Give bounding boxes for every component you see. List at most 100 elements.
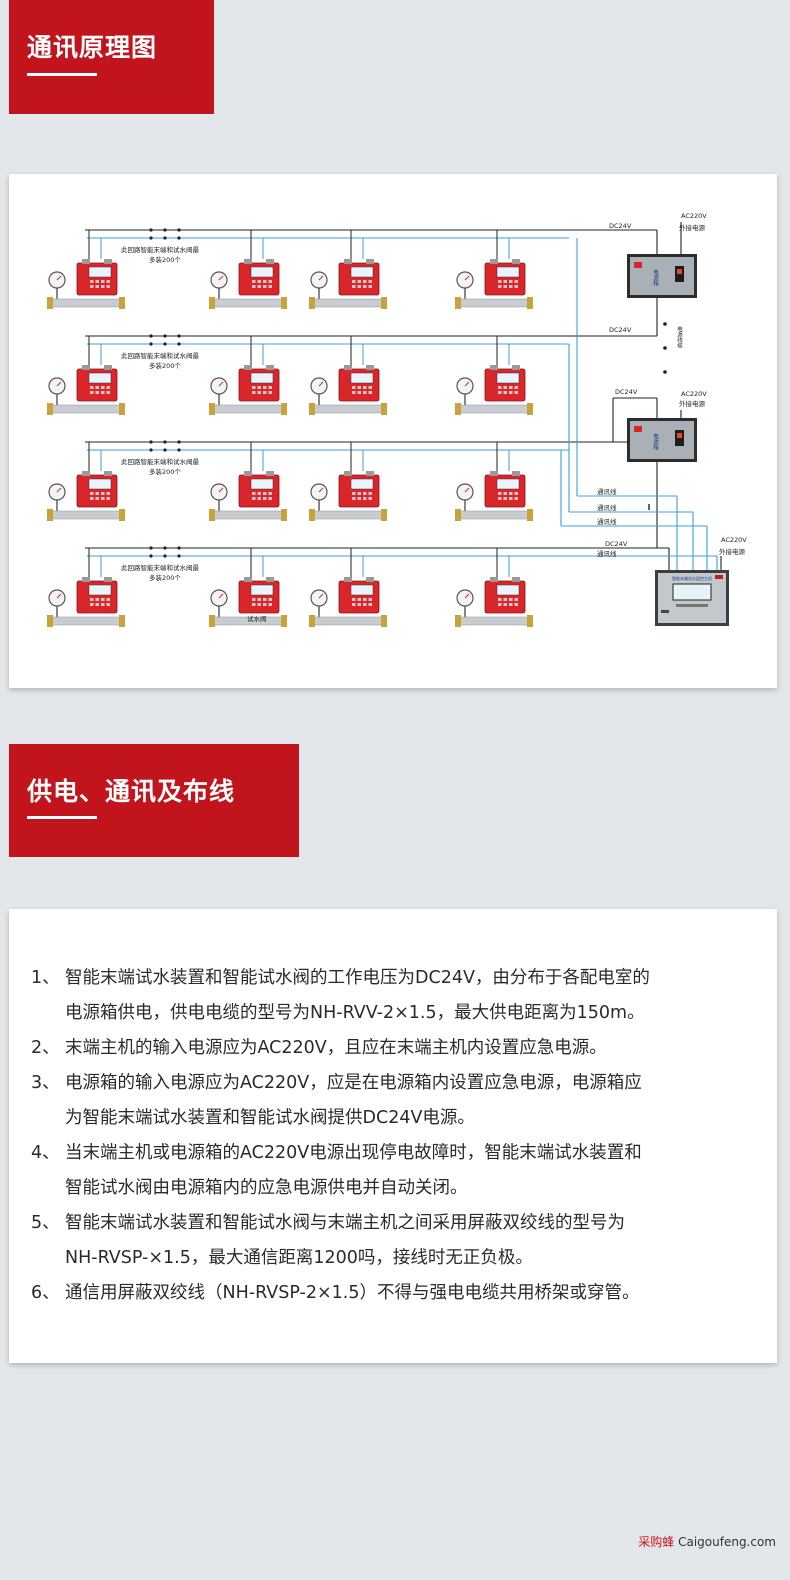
wiring-note-number: 3、 — [31, 1073, 60, 1093]
bus-dot — [163, 440, 167, 444]
bus-dot — [177, 448, 181, 452]
wiring-note-line: 通信用屏蔽双绞线（NH-RVSP-2×1.5）不得与强电电缆共用桥架或穿管。 — [65, 1283, 640, 1303]
control-key — [268, 497, 272, 500]
diagram-labels: 此回路智能末端和试水阀最多装200个此回路智能末端和试水阀最多装200个此回路智… — [121, 212, 747, 623]
control-key — [368, 603, 372, 606]
control-key — [252, 280, 256, 283]
wiring-note-line: 电源箱的输入电源应为AC220V，应是在电源箱内设置应急电源，电源箱应 — [65, 1073, 642, 1093]
control-display — [250, 478, 274, 490]
control-key — [263, 285, 267, 288]
control-key — [257, 603, 261, 606]
control-key — [263, 386, 267, 389]
wiring-notes-list: 1、智能末端试水装置和智能试水阀的工作电压为DC24V，由分布于各配电室的电源箱… — [31, 961, 761, 1311]
control-key — [263, 280, 267, 283]
power-box-label: 电源箱 — [652, 268, 659, 287]
row-note: 此回路智能末端和试水阀最 — [121, 351, 200, 360]
gauge-needle — [218, 275, 224, 281]
control-key — [263, 497, 267, 500]
control-key — [95, 598, 99, 601]
control-key — [509, 598, 513, 601]
control-key — [257, 497, 261, 500]
pipe-fitting — [527, 403, 533, 415]
control-key — [498, 492, 502, 495]
control-key — [357, 386, 361, 389]
control-key — [252, 391, 256, 394]
bus-dot — [149, 554, 153, 558]
cable-gland — [366, 577, 374, 582]
pipe-fitting — [119, 509, 125, 521]
control-key — [106, 598, 110, 601]
gauge-needle — [464, 487, 470, 493]
comm-line-label: 通讯线 — [597, 503, 617, 512]
row-note: 此回路智能末端和试水阀最 — [121, 563, 200, 572]
cable-gland — [244, 365, 252, 370]
control-key — [90, 497, 94, 500]
ac220v-label: AC220V — [721, 536, 747, 544]
pipe-fitting — [281, 615, 287, 627]
wiring-note-number: 1、 — [31, 968, 60, 988]
control-key — [268, 285, 272, 288]
bus-dot — [149, 334, 153, 338]
control-key — [90, 280, 94, 283]
cable-dot — [663, 370, 667, 374]
cable-gland — [244, 577, 252, 582]
test-device — [309, 365, 387, 415]
control-key — [352, 492, 356, 495]
test-device — [455, 471, 533, 521]
pipe-fitting — [309, 297, 315, 309]
control-key — [514, 391, 518, 394]
control-display — [88, 372, 112, 384]
test-device — [47, 365, 125, 415]
bus-dot — [149, 342, 153, 346]
pipe — [310, 510, 384, 520]
bus-dot — [163, 448, 167, 452]
title-underline — [27, 816, 97, 819]
control-key — [509, 386, 513, 389]
pipe-fitting — [527, 509, 533, 521]
control-key — [106, 280, 110, 283]
control-key — [514, 497, 518, 500]
test-device — [309, 577, 387, 627]
row-note: 多装200个 — [149, 467, 181, 476]
control-display — [250, 584, 274, 596]
cable-gland — [104, 577, 112, 582]
control-key — [95, 391, 99, 394]
control-key — [498, 285, 502, 288]
control-key — [363, 492, 367, 495]
bus-dot — [149, 228, 153, 232]
test-device — [209, 259, 287, 309]
control-key — [352, 386, 356, 389]
control-key — [352, 598, 356, 601]
pipe-fitting — [381, 509, 387, 521]
control-key — [352, 391, 356, 394]
control-key — [95, 386, 99, 389]
bus-dot — [149, 236, 153, 240]
cable-gland — [244, 259, 252, 264]
control-key — [263, 391, 267, 394]
control-key — [509, 280, 513, 283]
pipe-fitting — [455, 509, 461, 521]
control-key — [252, 285, 256, 288]
pipe-fitting — [455, 615, 461, 627]
control-key — [268, 598, 272, 601]
control-key — [498, 598, 502, 601]
wiring-note-number: 5、 — [31, 1213, 60, 1233]
test-device — [455, 365, 533, 415]
pipe-fitting — [281, 509, 287, 521]
test-device — [209, 577, 287, 627]
wiring-note-line: 末端主机的输入电源应为AC220V，且应在末端主机内设置应急电源。 — [65, 1038, 607, 1058]
bus-dot — [177, 334, 181, 338]
power-box — [627, 254, 697, 298]
pipe-fitting — [309, 615, 315, 627]
control-key — [363, 285, 367, 288]
test-device — [47, 471, 125, 521]
cable-gland — [104, 471, 112, 476]
control-key — [106, 497, 110, 500]
cable-gland — [344, 577, 352, 582]
comm-line-label: 通讯线 — [597, 549, 617, 558]
control-key — [368, 386, 372, 389]
watermark: 采购蜂 Caigoufeng.com — [638, 1533, 776, 1550]
control-key — [95, 603, 99, 606]
control-display — [88, 266, 112, 278]
pipe — [310, 616, 384, 626]
